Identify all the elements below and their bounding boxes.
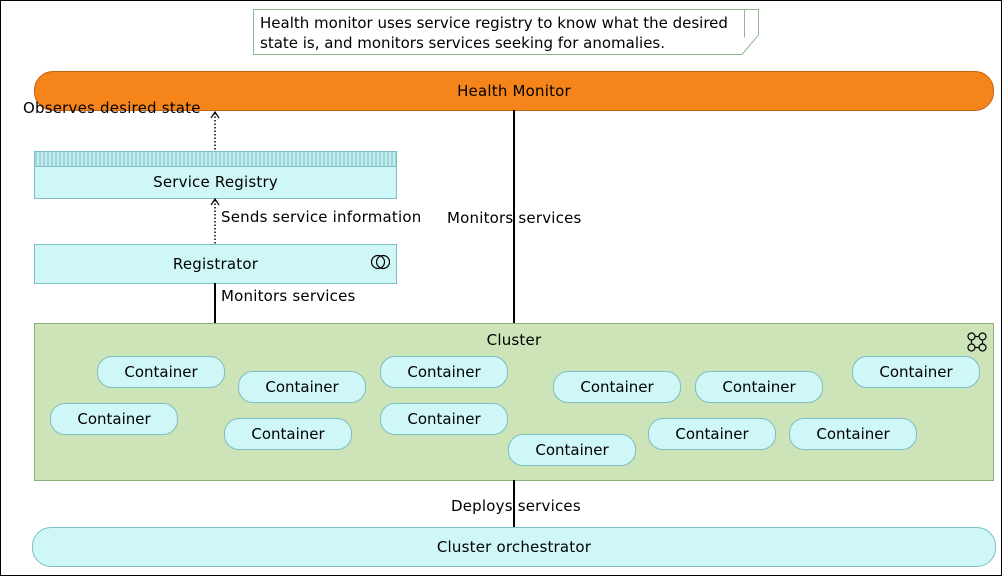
container-node[interactable]: Container bbox=[695, 371, 823, 403]
observes-desired-state-label: Observes desired state bbox=[23, 99, 201, 117]
cluster-orchestrator-node[interactable]: Cluster orchestrator bbox=[32, 527, 996, 567]
container-node[interactable]: Container bbox=[508, 434, 636, 466]
container-label: Container bbox=[77, 410, 151, 428]
container-label: Container bbox=[407, 410, 481, 428]
container-node[interactable]: Container bbox=[553, 371, 681, 403]
container-label: Container bbox=[816, 425, 890, 443]
container-node[interactable]: Container bbox=[97, 356, 225, 388]
container-node[interactable]: Container bbox=[380, 403, 508, 435]
container-label: Container bbox=[675, 425, 749, 443]
container-label: Container bbox=[879, 363, 953, 381]
health-monitor-cluster-connector bbox=[513, 110, 515, 323]
container-label: Container bbox=[124, 363, 198, 381]
note-outline bbox=[253, 9, 759, 55]
registrator-monitors-services-label: Monitors services bbox=[221, 287, 356, 305]
orchestrator-cluster-connector bbox=[513, 480, 515, 527]
container-node[interactable]: Container bbox=[789, 418, 917, 450]
service-registry-header-stripe bbox=[35, 152, 396, 167]
container-node[interactable]: Container bbox=[852, 356, 980, 388]
health-monitor-node[interactable]: Health Monitor bbox=[34, 71, 994, 111]
deploys-services-label: Deploys services bbox=[451, 497, 581, 515]
container-node[interactable]: Container bbox=[648, 418, 776, 450]
container-node[interactable]: Container bbox=[238, 371, 366, 403]
cluster-label: Cluster bbox=[486, 331, 542, 349]
observes-arrow bbox=[210, 110, 220, 151]
note-line-1: Health monitor uses service registry to … bbox=[260, 14, 728, 32]
cluster-node[interactable]: Cluster Container Container Container Co… bbox=[34, 323, 994, 481]
container-label: Container bbox=[407, 363, 481, 381]
container-node[interactable]: Container bbox=[380, 356, 508, 388]
container-label: Container bbox=[580, 378, 654, 396]
container-label: Container bbox=[251, 425, 325, 443]
interface-icon bbox=[370, 254, 391, 270]
container-node[interactable]: Container bbox=[50, 403, 178, 435]
service-registry-label: Service Registry bbox=[153, 173, 278, 191]
cluster-orchestrator-label: Cluster orchestrator bbox=[436, 538, 592, 556]
container-node[interactable]: Container bbox=[224, 418, 352, 450]
health-monitor-label: Health Monitor bbox=[457, 82, 571, 100]
service-registry-node[interactable]: Service Registry bbox=[34, 151, 397, 199]
sends-arrow bbox=[210, 197, 220, 244]
registrator-cluster-connector bbox=[214, 283, 216, 323]
health-monitor-monitors-services-label: Monitors services bbox=[447, 209, 582, 227]
annotation-note: Health monitor uses service registry to … bbox=[253, 9, 745, 55]
container-label: Container bbox=[265, 378, 339, 396]
node-cluster-icon bbox=[967, 332, 987, 352]
container-label: Container bbox=[535, 441, 609, 459]
registrator-label: Registrator bbox=[172, 255, 259, 273]
sends-service-information-label: Sends service information bbox=[221, 208, 422, 226]
container-label: Container bbox=[722, 378, 796, 396]
registrator-node[interactable]: Registrator bbox=[34, 244, 397, 284]
note-line-2: state is, and monitors services seeking … bbox=[260, 34, 665, 52]
